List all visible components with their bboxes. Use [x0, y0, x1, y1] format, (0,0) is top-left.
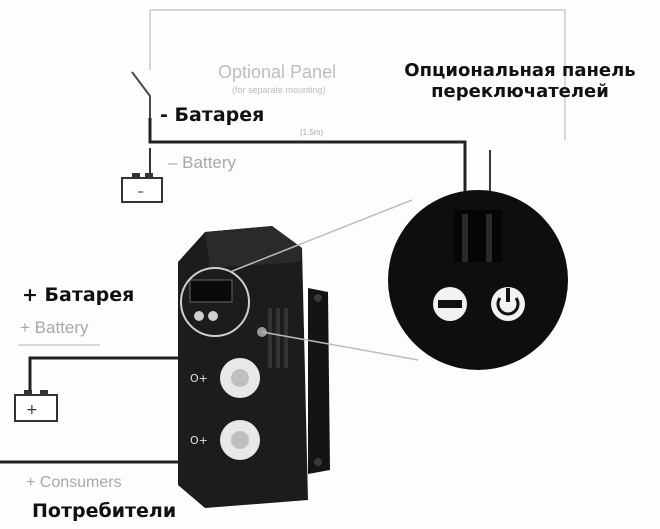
- minus-battery-label: - Батарея: [160, 104, 265, 126]
- minus-battery-symbol: –: [121, 148, 163, 203]
- minus-icon: [433, 287, 467, 321]
- svg-text:O+: O+: [190, 372, 208, 385]
- cable-length-text: (1.5m): [300, 128, 323, 137]
- terminal-minus: O+: [190, 420, 260, 460]
- device-display: [180, 267, 250, 337]
- svg-text:O+: O+: [190, 434, 208, 447]
- minus-battery-wire: [148, 118, 467, 210]
- switch-icon: [131, 71, 151, 140]
- plus-battery-label: + Батарея: [22, 284, 135, 306]
- optional-panel-en-text: Optional Panel: [218, 62, 336, 82]
- minus-battery-en-text: – Battery: [168, 153, 237, 172]
- svg-text:+: +: [26, 402, 38, 418]
- plus-battery-en-text: + Battery: [20, 318, 89, 337]
- plus-battery-symbol: +: [14, 390, 58, 422]
- zoom-circle: [388, 190, 568, 370]
- consumers-en-text: + Consumers: [26, 474, 122, 491]
- consumers-label: Потребители: [32, 500, 177, 522]
- svg-text:–: –: [137, 184, 144, 200]
- power-icon: [491, 287, 525, 321]
- optional-panel-label: Опциональная панель переключателей: [382, 60, 658, 102]
- optional-panel-label-line1: Опциональная панель: [404, 60, 636, 81]
- zoom-line-bottom: [261, 331, 419, 361]
- panel-cable-outline: [150, 9, 566, 140]
- optional-panel-label-line2: переключателей: [431, 81, 609, 102]
- terminal-plus: O+: [190, 358, 260, 398]
- optional-panel-en-sub-text: (for separate mounting): [232, 85, 326, 95]
- zoom-line-top: [229, 199, 413, 273]
